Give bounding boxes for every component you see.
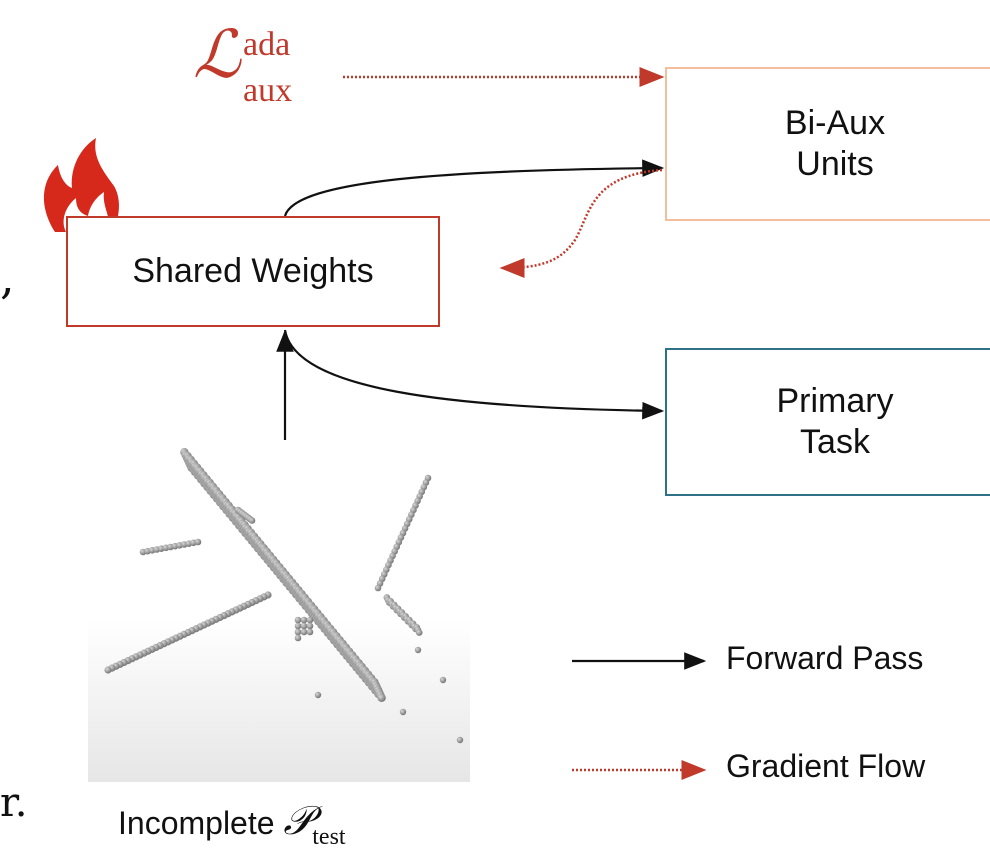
shared-to-primary-forward-arrow <box>283 329 665 420</box>
primary-task-label-line1: Primary <box>776 382 894 421</box>
primary-task-box: Primary Task <box>665 348 990 496</box>
biaux-units-label-line1: Bi-Aux <box>784 104 886 143</box>
loss-symbol: ℒ <box>193 16 241 93</box>
adaptive-auxiliary-loss-label: ℒ ada aux <box>193 22 292 110</box>
shared-weights-box: Shared Weights <box>66 216 440 327</box>
caption-symbol: 𝒫 <box>283 798 313 844</box>
legend-gradient-label: Gradient Flow <box>726 748 926 784</box>
left-edge-glyph-comma: , <box>0 250 15 304</box>
airplane-point-cloud-image <box>88 440 470 782</box>
shared-weights-label: Shared Weights <box>132 252 374 291</box>
biaux-to-shared-gradient-arrow <box>499 168 663 278</box>
primary-task-label-line2: Task <box>800 423 870 461</box>
loss-superscript: ada <box>243 26 291 63</box>
caption-subscript: test <box>312 824 346 850</box>
biaux-units-box: Bi-Aux Units <box>665 67 990 221</box>
loss-subscript: aux <box>243 72 293 109</box>
left-edge-glyph-r: r. <box>0 780 28 826</box>
input-caption: Incomplete 𝒫test <box>118 798 346 851</box>
legend-forward-label: Forward Pass <box>726 640 924 676</box>
shared-to-biaux-forward-arrow <box>283 159 665 217</box>
caption-prefix: Incomplete <box>118 805 284 841</box>
biaux-units-label-line2: Units <box>796 145 874 183</box>
